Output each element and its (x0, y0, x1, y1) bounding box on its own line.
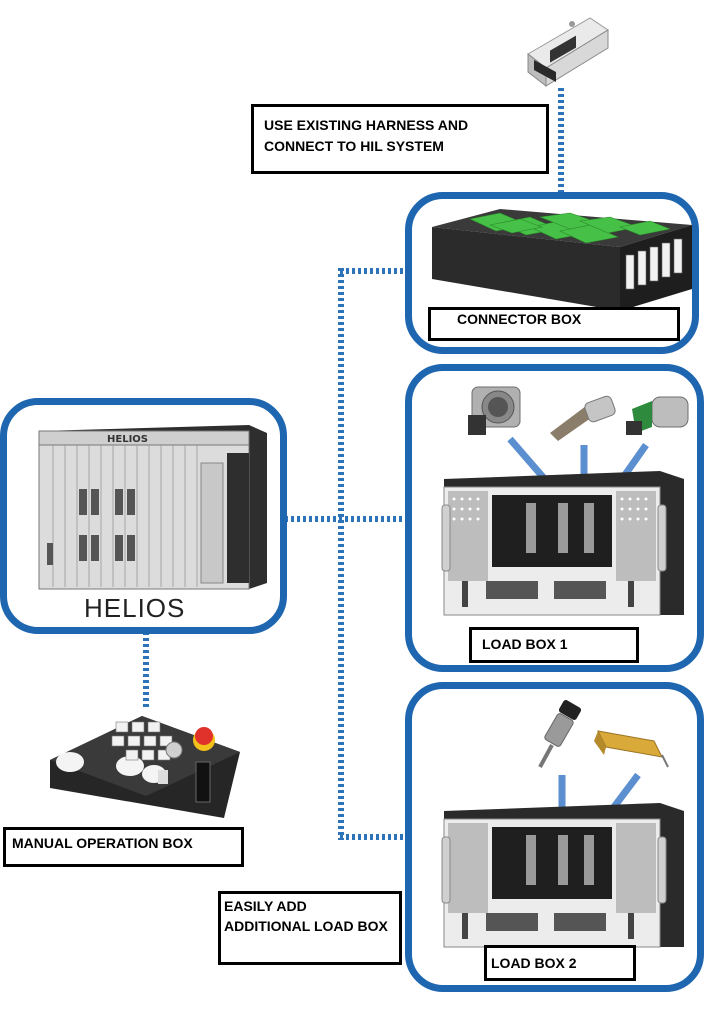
main-bus-line (338, 268, 344, 840)
add-load-box-label-line-1: EASILY ADD (224, 898, 307, 914)
manual-operation-box-icon (50, 716, 240, 818)
load-box-2-panel: LOAD BOX 2 (405, 682, 704, 992)
load-box-2-link-line (340, 834, 412, 840)
resistor-icon (594, 730, 669, 768)
harness-label-line-2: CONNECT TO HIL SYSTEM (264, 138, 444, 154)
connector-box-label-text: CONNECTOR BOX (457, 311, 582, 327)
solenoid-valve-icon (626, 396, 689, 435)
solenoid-valve-icon (550, 395, 616, 441)
throttle-body-icon (468, 386, 521, 435)
helios-brand-text: HELIOS (84, 593, 186, 623)
harness-label: USE EXISTING HARNESS AND CONNECT TO HIL … (251, 104, 549, 174)
load-box-1-label: LOAD BOX 1 (469, 627, 639, 663)
manual-operation-box-label-text: MANUAL OPERATION BOX (12, 835, 193, 851)
helios-panel: HELIOS HELIOS (0, 398, 287, 634)
manual-operation-box-label: MANUAL OPERATION BOX (3, 827, 244, 867)
harness-label-line-1: USE EXISTING HARNESS AND (264, 117, 469, 133)
ecu-harness-line (558, 88, 564, 198)
add-load-box-label: EASILY ADD ADDITIONAL LOAD BOX (218, 891, 402, 965)
manual-box-link-line (143, 632, 149, 710)
load-box-1-panel: LOAD BOX 1 (405, 364, 704, 672)
add-load-box-label-line-2: ADDITIONAL LOAD BOX (224, 918, 388, 934)
svg-text:HELIOS: HELIOS (107, 434, 148, 445)
helios-rack-icon: HELIOS (38, 425, 267, 590)
ecu-icon (527, 17, 609, 88)
load-box-2-label-text: LOAD BOX 2 (491, 955, 577, 971)
helios-link-line (285, 516, 413, 522)
load-box-2-label: LOAD BOX 2 (484, 945, 636, 981)
connector-box-icon (432, 209, 692, 311)
connector-box-panel: CONNECTOR BOX (405, 192, 699, 354)
connector-box-link-line (340, 268, 412, 274)
load-box-1-label-text: LOAD BOX 1 (482, 636, 568, 652)
fuel-injector-icon (538, 700, 582, 768)
load-box-icon (441, 803, 684, 948)
connector-box-label: CONNECTOR BOX (428, 307, 680, 341)
load-box-icon (441, 471, 684, 616)
